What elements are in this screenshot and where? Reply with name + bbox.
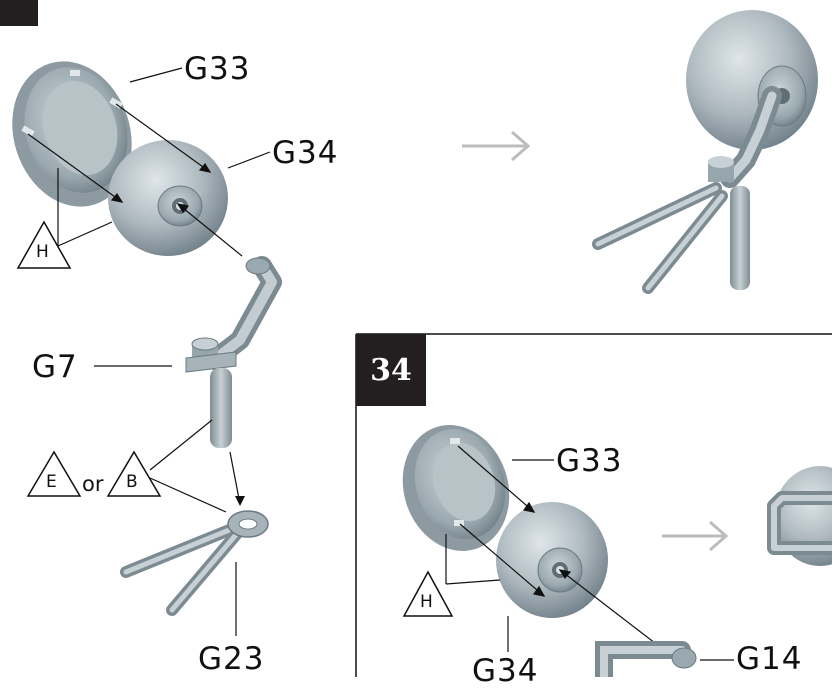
previous-step-badge [0,0,38,26]
label-g14: G14 [736,641,803,677]
marker-h-top [16,168,113,269]
assembled-wheel-step34-partial [767,466,832,566]
label-g34-bottom: G34 [472,653,539,689]
marker-e-letter: E [46,472,57,492]
leader-g33-top [129,67,183,83]
label-g34-top: G34 [272,135,339,171]
label-g33-bottom: G33 [556,443,623,479]
part-axle-arm [204,256,282,370]
part-g14-axle [595,641,697,677]
part-g34-wheel [108,140,228,256]
part-g34-wheel-step34 [496,502,608,618]
marker-h-bottom-letter: H [420,592,433,612]
flow-arrow-top [462,130,531,162]
part-g33-hub-cap-step34 [402,425,510,551]
or-connector-text: or [82,472,104,496]
label-g7: G7 [32,349,78,385]
step-number: 34 [370,352,412,388]
leaders-e-b [149,419,227,513]
label-g33-top: G33 [184,51,251,87]
part-main-strut [210,368,232,448]
assembly-arrows-top [27,103,243,257]
marker-h-bottom [402,534,501,617]
step-34-badge: 34 [356,334,426,406]
marker-b-letter: B [126,472,138,492]
part-g23-fork [120,510,269,616]
part-g33-hub-cap [12,61,132,207]
marker-h-top-letter: H [36,242,49,262]
part-g7-collar [185,337,237,373]
leader-g34-top [227,151,271,169]
assembly-arrow-strut [229,451,241,505]
label-g23: G23 [198,641,265,677]
assembled-landing-gear [592,10,818,294]
assembly-arrows-bottom [457,445,665,651]
marker-b [106,450,162,497]
flow-arrow-bottom [662,520,729,552]
marker-e [26,450,82,497]
